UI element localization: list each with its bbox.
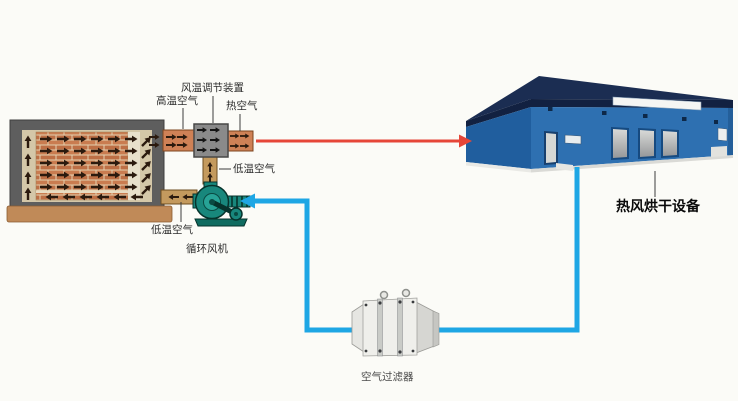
building-right-edge — [728, 108, 733, 156]
return-air-arrowhead-icon — [240, 193, 255, 209]
furnace-channel-divider — [36, 190, 128, 193]
filter-bolts — [364, 300, 415, 354]
fan-hub — [209, 199, 215, 205]
label-hot-air-drying-equipment: 热风烘干设备 — [616, 199, 700, 215]
drying-building — [466, 76, 733, 173]
label-air-filter: 空气过滤器 — [361, 371, 414, 383]
building-right-window — [717, 127, 728, 142]
furnace-right-channel — [128, 132, 140, 200]
furnace-brick-wall — [35, 131, 129, 201]
filter-clamp-strip — [397, 297, 403, 357]
label-high-temp-air: 高温空气 — [156, 95, 198, 107]
building-front-wall — [531, 107, 733, 169]
building-fascia-left — [466, 99, 531, 127]
label-circulation-fan: 循环风机 — [186, 243, 228, 255]
filter-right-cap — [432, 310, 440, 348]
label-low-temp-air-return: 低温空气 — [151, 224, 193, 236]
return-line-left — [251, 198, 352, 333]
building-base-trim-left — [466, 162, 531, 173]
label-temp-control-device: 风温调节装置 — [181, 82, 244, 94]
label-pointer-lines — [180, 96, 656, 222]
temp-control-valve — [193, 123, 229, 158]
building-base-trim-front — [531, 155, 733, 173]
circulation-fan-unit — [192, 181, 251, 227]
return-air-line — [240, 167, 580, 333]
filter-lift-ring-icon — [379, 290, 389, 300]
filter-body — [362, 297, 418, 357]
building-door — [546, 133, 556, 163]
label-low-temp-air-bypass: 低温空气 — [233, 163, 275, 175]
filter-left-flange — [351, 303, 365, 353]
label-hot-air: 热空气 — [226, 100, 258, 112]
building-window-strip — [612, 96, 702, 111]
high-temp-duct — [162, 129, 196, 152]
building-small-window — [564, 134, 582, 145]
building-end-wall — [466, 107, 531, 169]
return-line-right — [431, 167, 580, 333]
building-roof — [466, 76, 733, 121]
filter-clamp-strip — [377, 298, 383, 357]
building-right-steps — [711, 146, 727, 157]
air-filter-unit — [351, 288, 440, 357]
hot-air-duct — [227, 130, 254, 152]
building-dock-doors — [611, 127, 679, 160]
ducts — [160, 129, 254, 205]
fan-pulley-hub — [234, 212, 238, 216]
heating-furnace — [6, 119, 173, 223]
building-vents — [548, 107, 718, 124]
filter-lift-ring-icon — [401, 288, 411, 298]
building-front-steps — [556, 163, 573, 171]
furnace-base — [6, 205, 173, 223]
hot-air-arrowhead-icon — [459, 134, 472, 148]
fan-base — [194, 218, 248, 227]
hot-air-line — [256, 134, 472, 148]
